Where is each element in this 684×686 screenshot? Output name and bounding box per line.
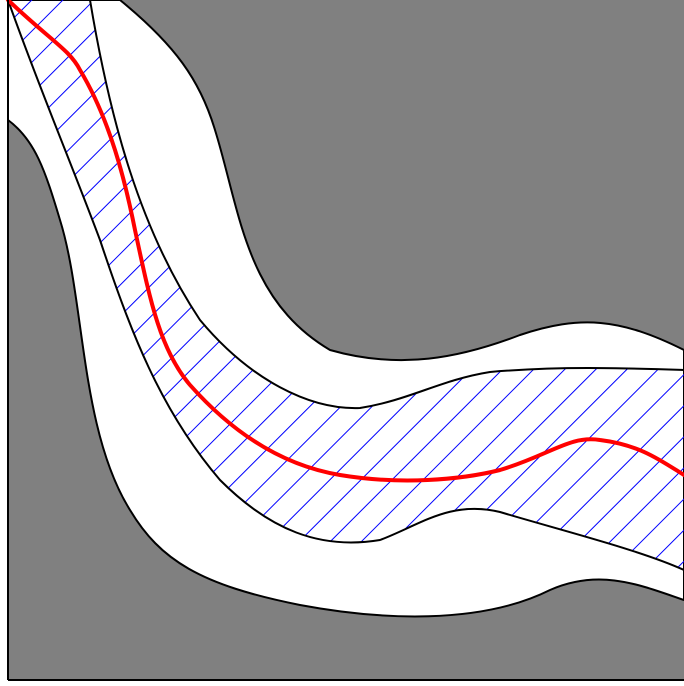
hatched-band bbox=[8, 0, 684, 570]
red-center-curve bbox=[6, 0, 684, 483]
hatched-band-outline bbox=[7, 0, 684, 571]
